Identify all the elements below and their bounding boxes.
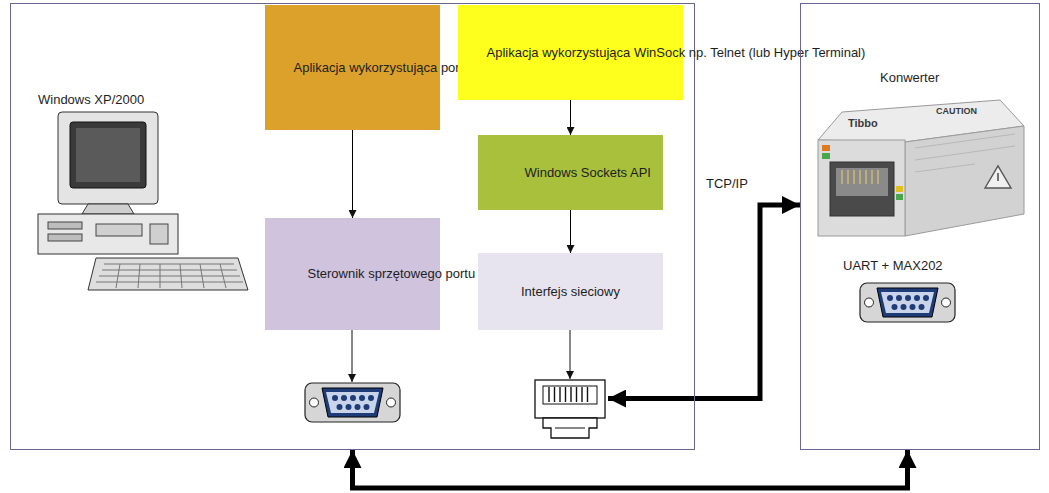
box-text: Aplikacja wykorzystująca port COM np. Hy…	[294, 60, 412, 76]
computer-icon	[150, 224, 168, 244]
db9-bounds	[305, 383, 400, 422]
rj45-socket	[543, 418, 597, 438]
computer-icon	[58, 112, 158, 204]
computer-icon	[76, 128, 140, 182]
flow-arrow	[352, 130, 353, 218]
converter-module	[830, 162, 894, 216]
arrow-line	[570, 330, 571, 379]
box-text: Interfejs sieciowy	[521, 284, 620, 300]
db9-connector	[305, 383, 400, 422]
connection-label: TCP/IP	[704, 176, 750, 192]
converter-module	[985, 166, 1011, 188]
process-box: Windows Sockets API	[478, 135, 663, 210]
flow-arrow	[570, 100, 571, 135]
process-box: Interfejs sieciowy	[478, 253, 663, 330]
computer-icon	[48, 222, 82, 229]
computer-icon	[70, 122, 146, 188]
panel-title: Konwerter	[880, 70, 939, 86]
computer-icon	[48, 234, 82, 241]
converter-module	[997, 173, 999, 181]
rj45-socket	[535, 380, 605, 438]
process-box: Aplikacja wykorzystująca port COM np. Hy…	[265, 5, 440, 130]
converter-module	[822, 145, 830, 151]
arrow-line	[352, 330, 353, 382]
computer-icon	[38, 112, 248, 290]
rj45-socket	[543, 386, 597, 404]
converter-module	[896, 186, 903, 192]
converter-module	[915, 134, 1015, 172]
db9-bounds	[860, 283, 955, 322]
computer-icon	[38, 214, 178, 254]
computer-panel: Aplikacja wykorzystująca port COM np. Hy…	[10, 3, 695, 450]
box-text: Windows Sockets API	[525, 165, 617, 181]
db9-connector	[860, 283, 955, 322]
cable-connector	[353, 450, 908, 488]
computer-icon	[88, 258, 248, 290]
process-box: Aplikacja wykorzystująca WinSock np. Tel…	[458, 5, 683, 100]
converter-module	[822, 153, 830, 159]
brand-label: Tibbo	[848, 117, 878, 129]
computer-icon	[96, 224, 142, 236]
rj45-socket	[555, 428, 585, 429]
converter-module	[818, 140, 905, 236]
computer-icon	[82, 204, 134, 214]
process-box: Sterownik sprzętowego portu szeregowego	[265, 218, 440, 330]
box-text: Sterownik sprzętowego portu szeregowego	[308, 266, 398, 282]
chip-label: UART + MAX202	[843, 258, 943, 274]
rj45-socket	[549, 387, 588, 402]
converter-module	[836, 168, 888, 196]
warning-label: CAUTION	[936, 106, 977, 116]
converter-module	[905, 126, 1024, 236]
db9-bounds	[305, 383, 400, 422]
system-label: Windows XP/2000	[38, 92, 144, 108]
converter-module	[896, 194, 903, 200]
box-text: Aplikacja wykorzystująca WinSock np. Tel…	[487, 45, 655, 61]
converter-module	[818, 100, 1024, 236]
converter-module	[842, 170, 878, 184]
db9-bounds	[860, 283, 955, 322]
computer-icon	[116, 264, 226, 288]
rj45-socket	[535, 380, 605, 418]
flow-arrow	[570, 210, 571, 253]
converter-panel: KonwerterUART + MAX202	[800, 3, 1040, 450]
